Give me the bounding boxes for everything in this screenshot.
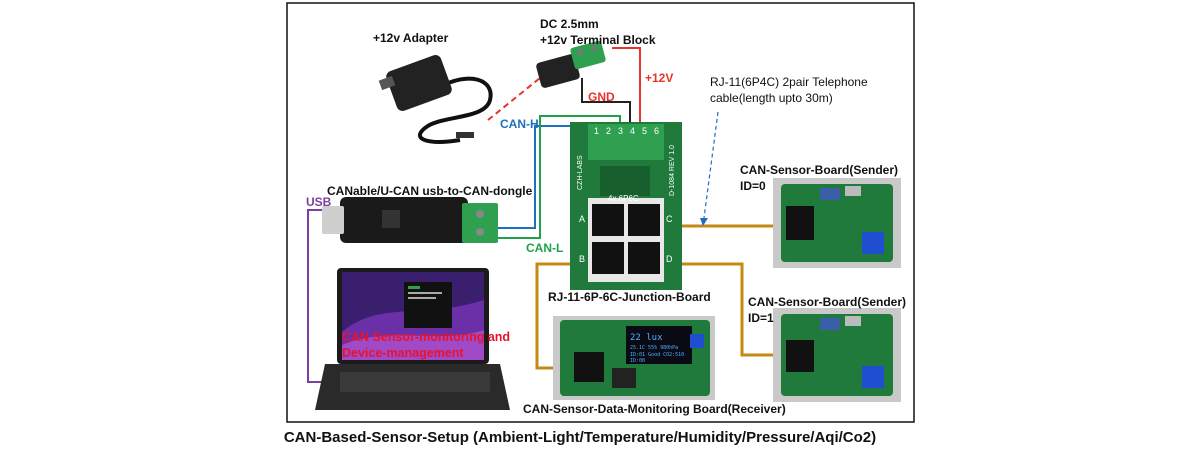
- figure-caption: CAN-Based-Sensor-Setup (Ambient-Light/Te…: [283, 429, 877, 446]
- oled-line-4: ID:00: [630, 358, 645, 364]
- junction-board-label: RJ-11-6P-6C-Junction-Board: [548, 290, 711, 304]
- port-label-c: C: [666, 214, 673, 224]
- terminal-number-5: 5: [642, 126, 647, 136]
- sender0-label-line2: ID=0: [740, 179, 766, 193]
- sender-board-id1: [773, 308, 901, 402]
- port-label-b: B: [579, 254, 585, 264]
- receiver-label: CAN-Sensor-Data-Monitoring Board(Receive…: [523, 402, 786, 416]
- laptop-label-line2: Device-management: [342, 346, 464, 360]
- laptop-label-line1: CAN Sensor-monitoring and: [342, 330, 510, 344]
- gnd-label: GND: [588, 90, 615, 104]
- junction-silk-right: D-1084 REV 1.0: [669, 145, 676, 196]
- port-label-d: D: [666, 254, 673, 264]
- terminal-number-3: 3: [618, 126, 623, 136]
- wire-rj11-d: [668, 262, 785, 357]
- oled-line-2: 25.1C 55% 980hPa: [630, 345, 678, 351]
- usb-label: USB: [306, 195, 332, 209]
- terminal-number-4: 4: [630, 126, 635, 136]
- port-label-a: A: [579, 214, 585, 224]
- wire-gnd: [581, 78, 631, 140]
- laptop: [315, 268, 510, 410]
- rj11-note-arrow: [703, 111, 719, 219]
- sender-board-id0: [773, 178, 901, 268]
- oled-line-1: 22 lux: [630, 333, 663, 343]
- rj11-note-line1: RJ-11(6P4C) 2pair Telephone: [710, 75, 868, 89]
- power-adapter: [378, 55, 493, 144]
- sender1-label-line2: ID=1: [748, 311, 774, 325]
- junction-header-label: 4x 6P6C: [608, 194, 639, 203]
- dc-jack-terminal: [536, 40, 606, 88]
- rj11-note-line2: cable(length upto 30m): [710, 91, 833, 105]
- adapter-label: +12v Adapter: [373, 31, 449, 45]
- junction-board: [570, 122, 682, 290]
- terminal-number-6: 6: [654, 126, 659, 136]
- can-l-label: CAN-L: [526, 241, 563, 255]
- terminal-number-1: 1: [594, 126, 599, 136]
- diagram-frame: [286, 2, 915, 423]
- rj11-note-arrowhead: [700, 218, 708, 226]
- can-h-label: CAN-H: [500, 117, 539, 131]
- oled-line-3: ID:01 Good CO2:510: [630, 352, 684, 358]
- dongle-label: CANable/U-CAN usb-to-CAN-dongle: [327, 184, 533, 198]
- sender0-label-line1: CAN-Sensor-Board(Sender): [740, 163, 898, 177]
- dc-jack-label-line1: DC 2.5mm: [540, 17, 599, 31]
- can-dongle: [322, 197, 498, 243]
- receiver-board: [553, 316, 715, 400]
- terminal-number-2: 2: [606, 126, 611, 136]
- sender1-label-line1: CAN-Sensor-Board(Sender): [748, 295, 906, 309]
- wire-adapter-dashed: [487, 77, 541, 121]
- plus12v-label: +12V: [645, 71, 673, 85]
- dc-jack-label-line2: +12v Terminal Block: [540, 33, 656, 47]
- junction-silk-left: CZH-LABS: [577, 155, 584, 190]
